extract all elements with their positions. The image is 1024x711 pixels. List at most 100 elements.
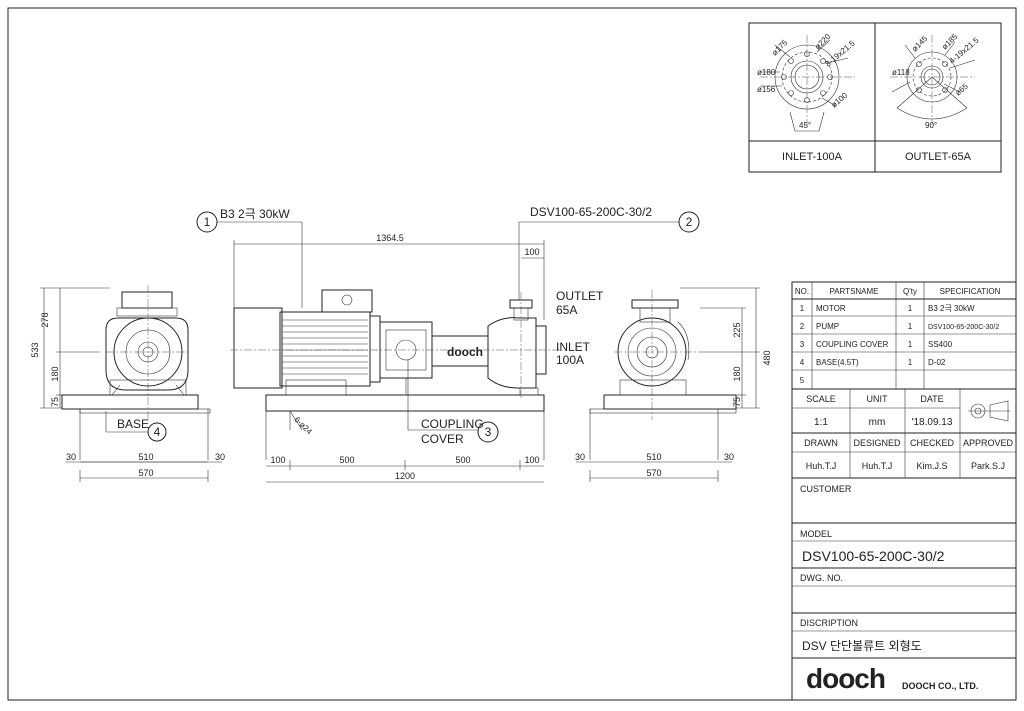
inlet-dim-156: ø156 bbox=[757, 85, 776, 94]
inlet-angle: 45° bbox=[799, 121, 811, 130]
outlet-flange-label: OUTLET-65A bbox=[905, 151, 972, 163]
parts-header-qty: Q'ty bbox=[903, 287, 917, 296]
date-label: DATE bbox=[920, 394, 943, 404]
right-end-view: 225 480 180 75 30 510 30 570 bbox=[575, 287, 772, 482]
parts-row2-no: 2 bbox=[800, 322, 805, 331]
parts-row3-spec: SS400 bbox=[928, 340, 953, 349]
parts-row3-name: COUPLING COVER bbox=[816, 340, 889, 349]
side-view: dooch 1 B3 2극 30kW 2 DSV100-65-200C-30/2… bbox=[196, 205, 700, 483]
left-dim-533: 533 bbox=[30, 342, 40, 357]
coupling-callout-line2: COVER bbox=[421, 432, 464, 446]
left-dim-30b: 30 bbox=[215, 452, 225, 462]
parts-row4-name: BASE(4.5T) bbox=[816, 358, 859, 367]
right-dim-180: 180 bbox=[732, 366, 742, 381]
designed-by: Huh.T.J bbox=[862, 461, 893, 471]
drawn-by: Huh.T.J bbox=[806, 461, 837, 471]
dwg-label: DWG. NO. bbox=[800, 573, 843, 583]
pump-brand: dooch bbox=[447, 345, 483, 359]
outlet-label-line2: 65A bbox=[556, 303, 577, 317]
coupling-callout-line1: COUPLING bbox=[421, 417, 484, 431]
inlet-dim-180: ø180 bbox=[757, 68, 776, 77]
designed-label: DESIGNED bbox=[853, 438, 901, 448]
checked-by: Kim.J.S bbox=[916, 461, 947, 471]
drawn-label: DRAWN bbox=[804, 438, 838, 448]
title-block: NO. PARTSNAME Q'ty SPECIFICATION 1 MOTOR… bbox=[791, 281, 1017, 701]
pump-callout-num: 2 bbox=[686, 215, 693, 229]
outlet-dim-118: ø118 bbox=[892, 68, 910, 77]
parts-header-no: NO. bbox=[795, 287, 809, 296]
parts-row1-name: MOTOR bbox=[816, 304, 846, 313]
parts-row1-spec: B3 2극 30kW bbox=[928, 304, 975, 313]
bottom-dim-500b: 500 bbox=[455, 455, 470, 465]
model-label: MODEL bbox=[800, 529, 832, 539]
bottom-dim-100b: 100 bbox=[524, 455, 539, 465]
motor-callout-num: 1 bbox=[204, 215, 211, 229]
parts-row4-no: 4 bbox=[800, 358, 805, 367]
left-dim-180: 180 bbox=[50, 366, 60, 381]
parts-row2-qty: 1 bbox=[908, 322, 913, 331]
company-logo: dooch bbox=[806, 663, 885, 694]
bottom-dim-1200: 1200 bbox=[395, 471, 415, 481]
outlet-flange-drawing: ø145 ø185 ø118 4-19x21.5 ø65 90° bbox=[890, 32, 981, 130]
parts-header-name: PARTSNAME bbox=[829, 287, 878, 296]
motor-callout-text: B3 2극 30kW bbox=[220, 207, 290, 221]
left-dim-30a: 30 bbox=[66, 452, 76, 462]
description-value: DSV 단단볼류트 외형도 bbox=[802, 639, 922, 653]
company-name: DOOCH CO., LTD. bbox=[902, 681, 978, 691]
parts-row5-no: 5 bbox=[800, 376, 805, 385]
right-dim-480: 480 bbox=[762, 350, 772, 365]
parts-row1-qty: 1 bbox=[908, 304, 913, 313]
unit-label: UNIT bbox=[867, 394, 888, 404]
right-dim-510: 510 bbox=[646, 452, 661, 462]
coupling-callout-num: 3 bbox=[485, 425, 492, 439]
inlet-flange-label: INLET-100A bbox=[782, 151, 843, 163]
base-callout-text: BASE bbox=[117, 417, 149, 431]
flange-detail-box: ø175 ø220 ø180 ø156 8-19x21.5 ø100 45° I… bbox=[748, 22, 1002, 173]
base-callout-num: 4 bbox=[154, 425, 161, 439]
left-end-view: 278 533 180 75 30 510 30 570 BASE 4 bbox=[30, 285, 225, 482]
description-label: DISCRIPTION bbox=[800, 618, 858, 628]
right-dim-30a: 30 bbox=[575, 452, 585, 462]
scale-value: 1:1 bbox=[814, 417, 828, 428]
left-dim-570: 570 bbox=[138, 468, 153, 478]
customer-label: CUSTOMER bbox=[800, 484, 852, 494]
right-dim-225: 225 bbox=[732, 322, 742, 337]
approved-by: Park.S.J bbox=[971, 461, 1005, 471]
approved-label: APPROVED bbox=[963, 438, 1014, 448]
scale-label: SCALE bbox=[806, 394, 836, 404]
dim-bolt-holes: 6-ø24 bbox=[293, 415, 315, 437]
bottom-dim-500a: 500 bbox=[339, 455, 354, 465]
parts-row4-qty: 1 bbox=[908, 358, 913, 367]
right-dim-570: 570 bbox=[646, 468, 661, 478]
right-dim-75: 75 bbox=[732, 397, 742, 407]
checked-label: CHECKED bbox=[910, 438, 955, 448]
left-dim-278: 278 bbox=[40, 312, 50, 327]
inlet-flange-drawing: ø175 ø220 ø180 ø156 8-19x21.5 ø100 45° bbox=[757, 32, 857, 132]
bottom-dim-100a: 100 bbox=[270, 455, 285, 465]
parts-row3-qty: 1 bbox=[908, 340, 913, 349]
parts-row2-spec: DSV100-65-200C-30/2 bbox=[928, 324, 999, 331]
projection-symbol-icon bbox=[968, 400, 1010, 422]
left-dim-510: 510 bbox=[138, 452, 153, 462]
outlet-dim-145: ø145 bbox=[910, 34, 930, 54]
parts-row3-no: 3 bbox=[800, 340, 805, 349]
inlet-dim-220: ø220 bbox=[813, 32, 833, 52]
parts-row4-spec: D-02 bbox=[928, 358, 946, 367]
parts-header-spec: SPECIFICATION bbox=[940, 287, 1001, 296]
parts-row2-name: PUMP bbox=[816, 322, 839, 331]
dim-overall-length: 1364.5 bbox=[376, 233, 404, 243]
left-dim-75: 75 bbox=[50, 397, 60, 407]
inlet-label-line1: INLET bbox=[556, 340, 591, 354]
outlet-label-line1: OUTLET bbox=[556, 289, 604, 303]
model-value: DSV100-65-200C-30/2 bbox=[802, 548, 945, 564]
date-value: '18.09.13 bbox=[912, 417, 953, 428]
pump-callout-text: DSV100-65-200C-30/2 bbox=[530, 205, 652, 219]
inlet-label-line2: 100A bbox=[556, 353, 584, 367]
dim-outlet-offset: 100 bbox=[524, 247, 539, 257]
parts-row1-no: 1 bbox=[800, 304, 805, 313]
outlet-angle: 90° bbox=[925, 121, 937, 130]
right-dim-30b: 30 bbox=[724, 452, 734, 462]
inlet-dim-100: ø100 bbox=[830, 91, 850, 110]
